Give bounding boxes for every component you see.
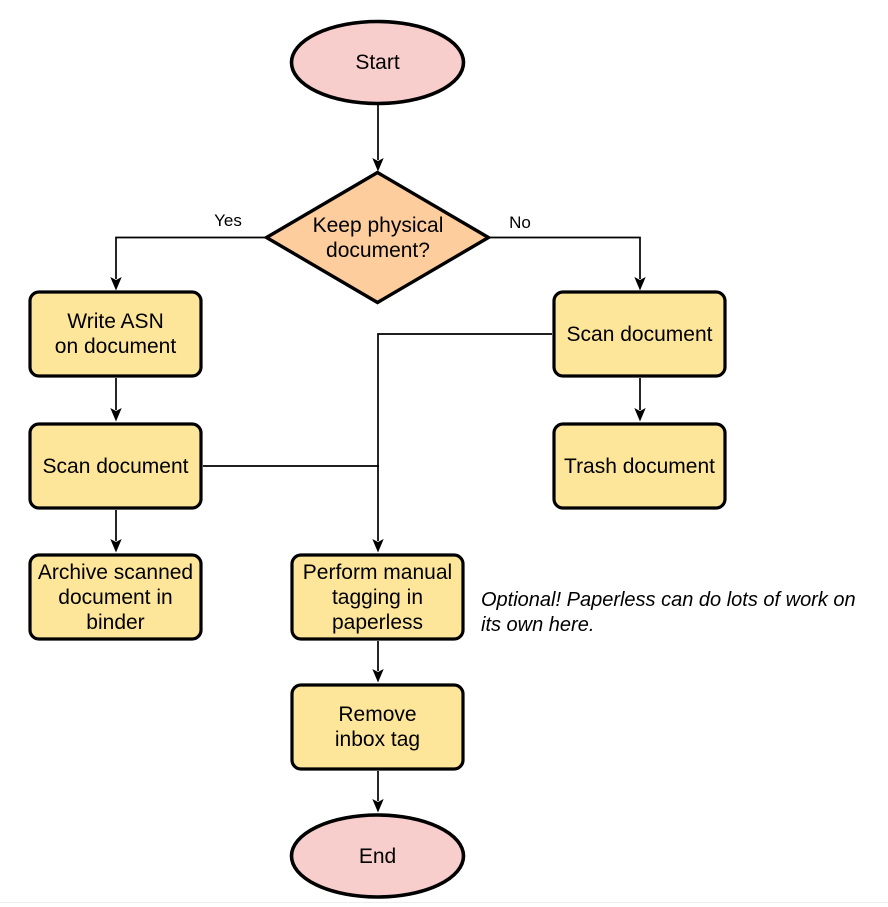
label-line: Remove [338, 703, 417, 726]
label-line: Start [355, 51, 400, 74]
arrowhead-into-archive-icon [110, 539, 122, 553]
node-trash-shape [552, 422, 727, 510]
arrowhead-into-tagging-icon [372, 539, 384, 553]
arrowhead-into-scan-left-icon [110, 408, 122, 422]
node-remove-inbox-label: Remove inbox tag [290, 683, 465, 771]
arrowhead-into-trash-icon [634, 408, 646, 422]
node-scan-right-label: Scan document [552, 290, 727, 378]
label-line: Archive scanned [37, 560, 194, 584]
label-line: document in [58, 585, 173, 609]
node-start-shape [289, 19, 466, 106]
node-scan-left-label: Scan document [28, 422, 203, 510]
node-trash-label: Trash document [552, 422, 727, 510]
node-write-asn-shape [28, 290, 203, 378]
node-scan-right-shape [552, 290, 727, 378]
node-end-label: End [290, 813, 465, 900]
edge-label-yes: Yes [214, 210, 242, 230]
arrowhead-into-end-icon [372, 799, 384, 813]
annotation-line: its own here. [481, 614, 595, 636]
label-line: inbox tag [334, 728, 421, 751]
label-line: paperless [331, 610, 424, 634]
label-line: End [358, 845, 397, 868]
node-decision-label: Keep physical document? [266, 172, 490, 303]
annotation-note: Optional! Paperless can do lots of work … [481, 588, 888, 638]
arrowhead-into-remove-inbox-icon [372, 669, 384, 683]
node-tagging-label: Perform manual tagging in paperless [290, 553, 465, 641]
label-line: on document [54, 335, 177, 358]
node-archive-label: Archive scanned document in binder [28, 553, 203, 641]
annotation-line: Optional! Paperless can do lots of work … [481, 589, 856, 611]
node-write-asn-label: Write ASN on document [28, 290, 203, 378]
label-line: Trash document [564, 454, 715, 478]
node-decision-shape [263, 170, 492, 305]
node-remove-inbox-shape [290, 683, 465, 771]
edge-decision-to-write-asn [115, 236, 266, 279]
label-line: tagging in [331, 585, 424, 609]
label-line: Perform manual [302, 560, 453, 584]
node-tagging-shape [290, 553, 465, 641]
label-line: document? [326, 238, 430, 262]
node-archive-shape [28, 553, 203, 641]
edge-label-no: No [509, 212, 531, 232]
label-line: Scan document [42, 454, 189, 478]
edge-scan-right-to-tagging [377, 333, 552, 541]
label-line: Scan document [566, 322, 713, 346]
arrowhead-into-write-asn-icon [110, 277, 122, 291]
node-scan-left-shape [28, 422, 203, 510]
node-end-shape [289, 813, 466, 899]
arrowhead-into-decision-icon [372, 158, 384, 172]
node-start-label: Start [290, 20, 465, 105]
label-line: Keep physical [312, 213, 444, 237]
bottom-divider [0, 902, 888, 903]
edge-decision-to-scan-right [489, 236, 641, 279]
label-line: binder [86, 610, 145, 634]
arrowhead-into-scan-right-icon [634, 277, 646, 291]
label-line: Write ASN [67, 310, 164, 333]
